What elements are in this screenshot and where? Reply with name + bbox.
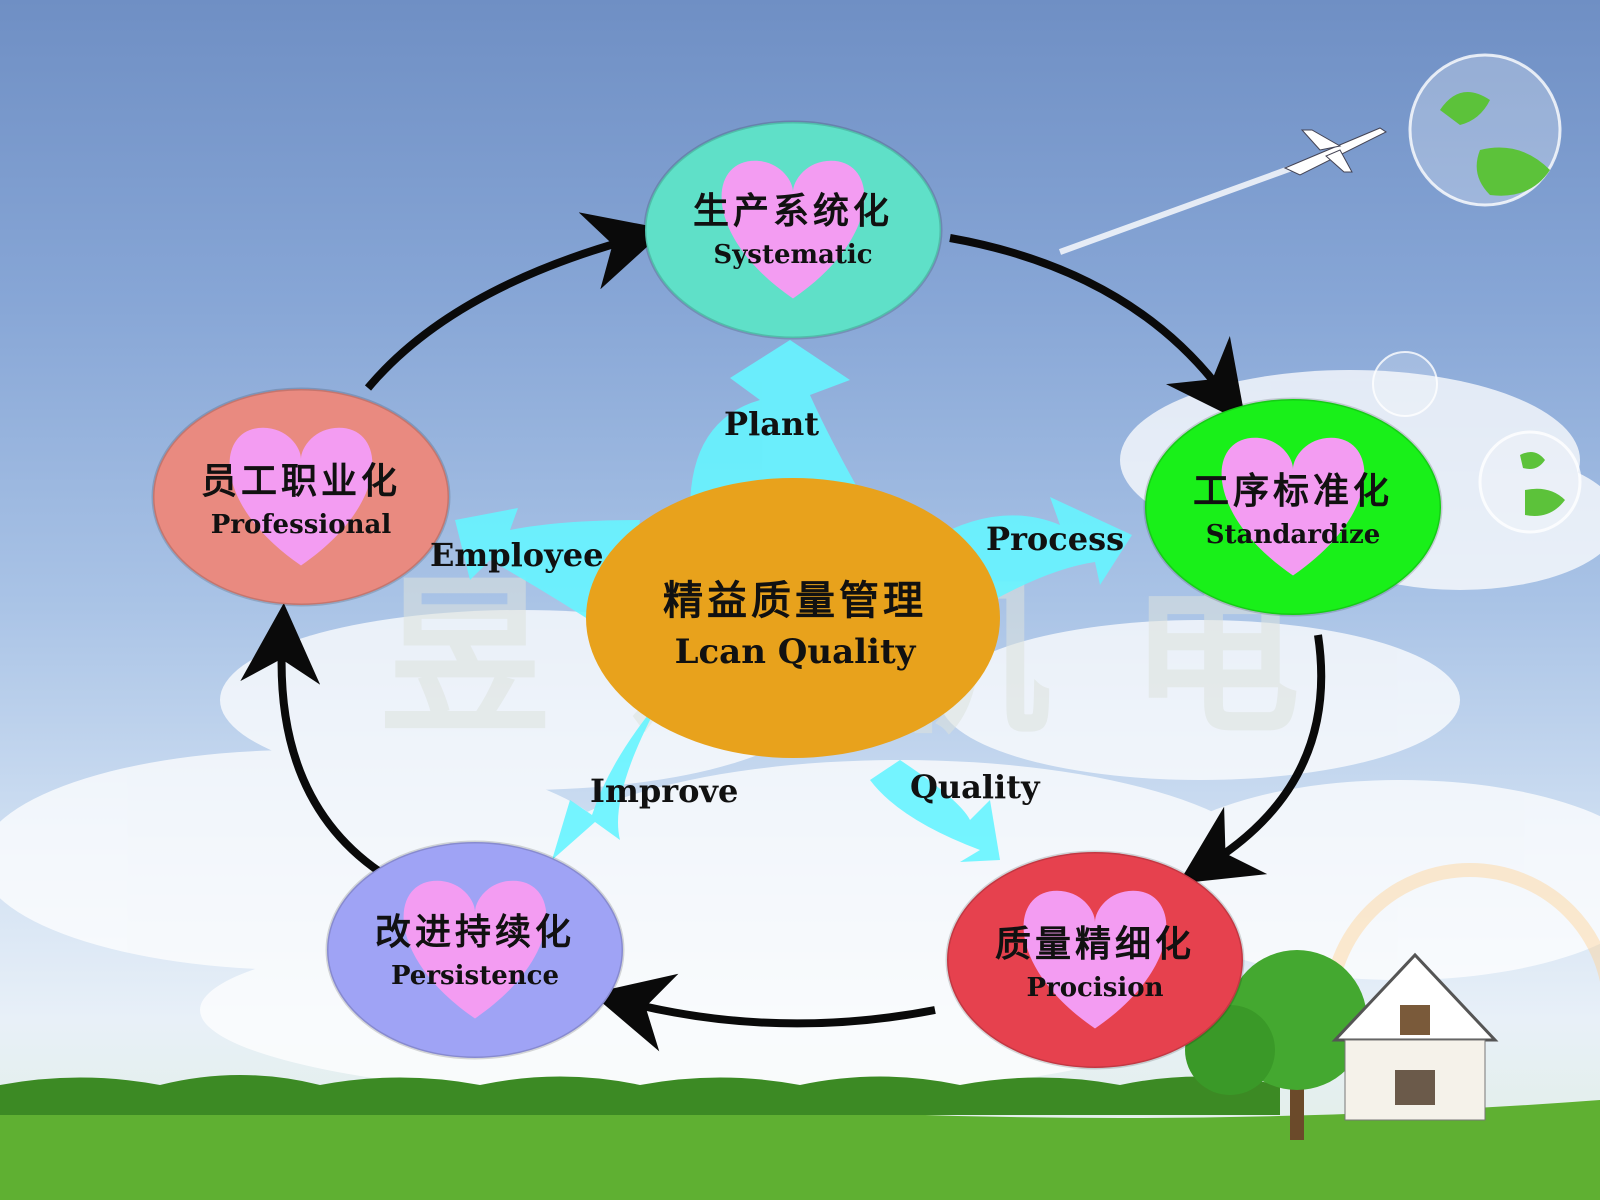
spoke-quality-label: Quality xyxy=(910,768,1040,806)
cycle-arrows xyxy=(240,212,1326,1052)
heart-icon-procision xyxy=(1023,890,1167,1029)
spoke-improve-label: Improve xyxy=(590,772,739,810)
spoke-employee-label: Employee xyxy=(430,536,604,574)
node-systematic-zh: 生产系统化 xyxy=(692,190,893,232)
node-systematic: 生产系统化 Systematic xyxy=(643,182,943,270)
small-bubble-icon xyxy=(1372,351,1438,417)
center-title-en: Lcan Quality xyxy=(674,632,916,672)
house-icon xyxy=(1331,952,1499,1121)
arrow-procision-to-persistence xyxy=(591,973,936,1052)
node-standardize: 工序标准化 Standardize xyxy=(1143,462,1443,550)
arrow-systematic-to-standardize xyxy=(949,234,1247,424)
arrow-professional-to-systematic xyxy=(364,212,667,391)
globe-bubble-icon xyxy=(1408,53,1562,207)
center-label: 精益质量管理 Lcan Quality xyxy=(600,568,990,672)
node-persistence-en: Persistence xyxy=(390,961,560,991)
rainbow-decoration xyxy=(1323,863,1600,1011)
node-systematic-en: Systematic xyxy=(713,240,873,270)
node-persistence: 改进持续化 Persistence xyxy=(325,903,625,991)
hearts xyxy=(229,160,1365,1029)
node-professional: 员工职业化 Professional xyxy=(151,452,451,540)
contrail xyxy=(1058,162,1302,255)
node-procision-en: Procision xyxy=(1026,973,1164,1003)
spoke-process-label: Process xyxy=(986,520,1125,558)
node-standardize-zh: 工序标准化 xyxy=(1192,470,1393,512)
heart-icon-professional xyxy=(229,427,373,566)
center-ellipse xyxy=(586,478,1000,758)
node-professional-en: Professional xyxy=(210,510,392,540)
spoke-plant-shape xyxy=(690,340,870,510)
globe-bubble-small-icon xyxy=(1478,430,1582,534)
node-standardize-en: Standardize xyxy=(1205,520,1381,550)
node-professional-zh: 员工职业化 xyxy=(200,460,401,502)
arrow-persistence-to-professional xyxy=(240,603,383,876)
arrow-standardize-to-procision xyxy=(1178,634,1326,884)
heart-icon-standardize xyxy=(1221,437,1365,576)
heart-icon-systematic xyxy=(721,160,865,299)
airplane-icon xyxy=(1283,127,1387,176)
heart-icon-persistence xyxy=(403,880,547,1019)
grass-field xyxy=(0,1100,1600,1200)
spoke-improve-shape xyxy=(552,700,660,860)
center-title-zh: 精益质量管理 xyxy=(663,577,927,624)
node-persistence-zh: 改进持续化 xyxy=(374,911,575,953)
node-procision-zh: 质量精细化 xyxy=(994,923,1195,965)
tree-line xyxy=(0,1075,1280,1115)
spoke-quality-shape xyxy=(870,760,1000,862)
spoke-plant-label: Plant xyxy=(724,405,819,443)
node-procision: 质量精细化 Procision xyxy=(945,915,1245,1003)
